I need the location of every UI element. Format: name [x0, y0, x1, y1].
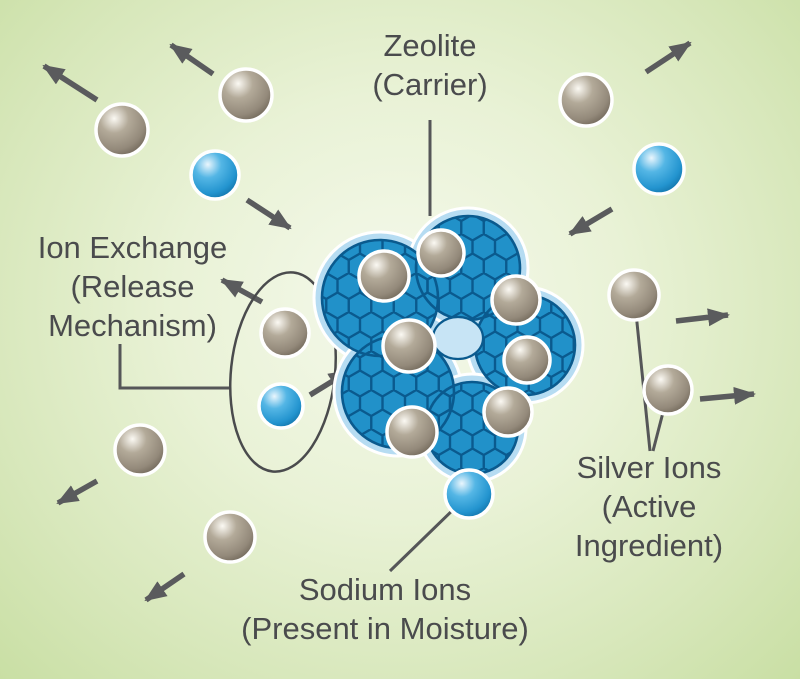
silver-ion: [259, 307, 311, 359]
arrow-bottom-left-outer: [56, 478, 99, 506]
label-connectors: [118, 120, 669, 573]
sodium-ions: [189, 142, 686, 520]
sodium-ions-label-line2: (Present in Moisture): [241, 611, 529, 646]
sodium-ion: [189, 149, 241, 201]
silver-ion: [357, 249, 411, 303]
ion-exchange-connector: [118, 344, 231, 390]
silver-ion: [482, 386, 534, 438]
arrow-top-left-inner: [169, 42, 215, 77]
zeolite-pore: [431, 315, 485, 361]
arrow-right-lower: [699, 386, 756, 405]
arrow-inward-right: [568, 206, 614, 237]
silver-ion: [558, 72, 614, 128]
ion-exchange-label-line1: Ion Exchange: [37, 230, 228, 265]
silver-ions-in-zeolite: [357, 228, 552, 459]
silver-ion: [490, 274, 542, 326]
sodium-connector: [388, 503, 460, 573]
sodium-ion: [632, 142, 686, 196]
silver-ion: [416, 228, 466, 278]
arrow-inward-left: [245, 197, 292, 231]
silver-ion: [94, 102, 150, 158]
arrow-top-right: [644, 40, 692, 75]
silver-ions-label-line3: Ingredient): [574, 528, 724, 563]
ion-exchange-label-line3: Mechanism): [48, 308, 217, 343]
silver-connector-upper: [633, 302, 652, 452]
sodium-ion: [443, 468, 495, 520]
silver-ion: [385, 405, 439, 459]
zeolite-label: Zeolite (Carrier): [315, 26, 545, 104]
silver-ion: [218, 67, 274, 123]
silver-ions-label-line1: Silver Ions: [576, 450, 722, 485]
silver-ions-label-line2: (Active: [601, 489, 697, 524]
sodium-ion: [257, 382, 305, 430]
direction-arrows: [42, 40, 756, 603]
silver-ions-free: [94, 67, 694, 564]
ion-exchange-label: Ion Exchange (Release Mechanism): [5, 228, 260, 345]
arrow-bottom-left-inner: [144, 571, 186, 603]
silver-ion: [607, 268, 661, 322]
arrow-top-left-outer: [42, 63, 99, 103]
silver-ion: [642, 364, 694, 416]
silver-ion: [203, 510, 257, 564]
sodium-ions-label-line1: Sodium Ions: [298, 572, 472, 607]
silver-ion: [113, 423, 167, 477]
silver-ions-label: Silver Ions (Active Ingredient): [535, 448, 763, 565]
arrow-right-upper: [675, 308, 730, 327]
zeolite-label-line2: (Carrier): [372, 67, 488, 102]
ion-exchange-label-line2: (Release: [70, 269, 195, 304]
arrow-release: [220, 277, 264, 305]
zeolite-label-line1: Zeolite: [383, 28, 477, 63]
silver-ion: [502, 335, 552, 385]
silver-ion: [381, 318, 437, 374]
sodium-ions-label: Sodium Ions (Present in Moisture): [205, 570, 565, 648]
